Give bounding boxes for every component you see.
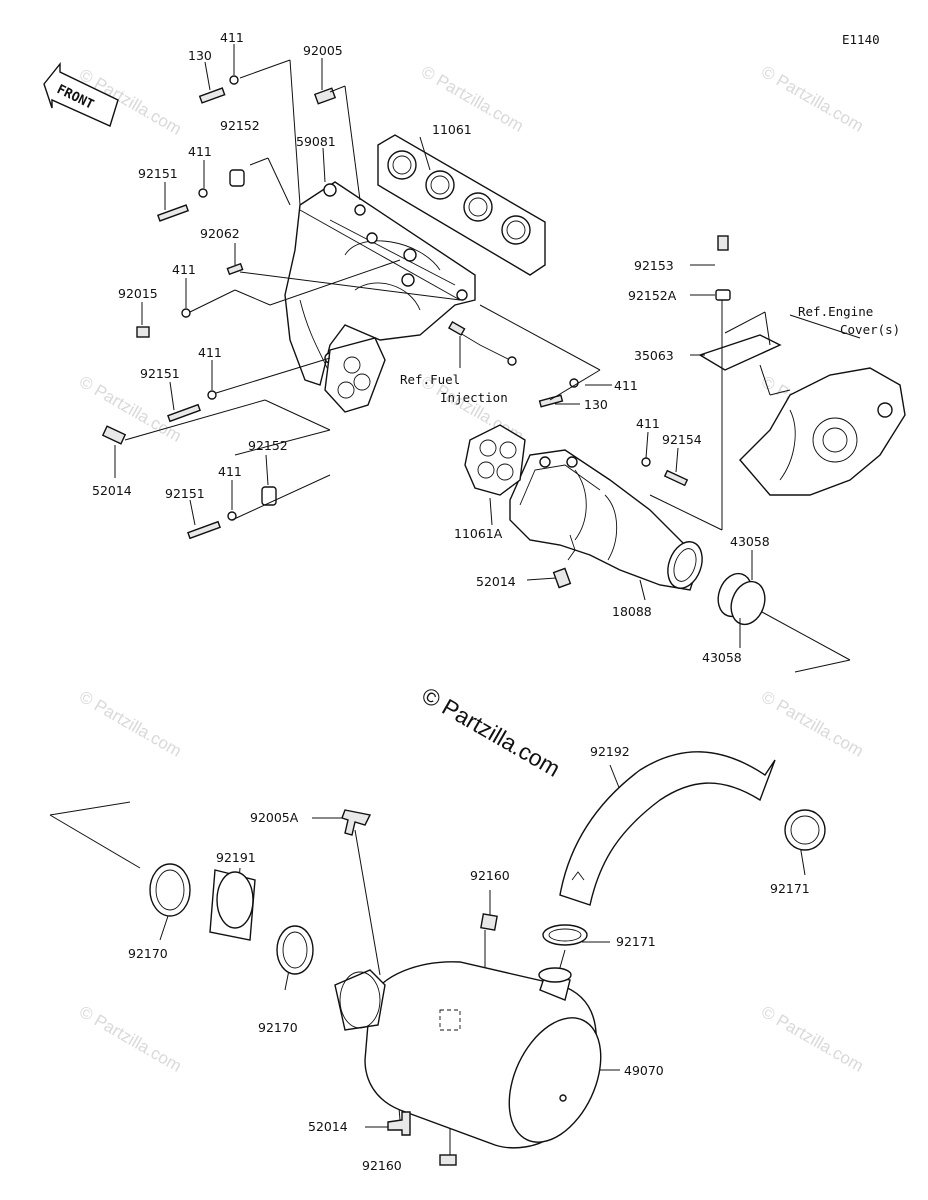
watermark: © Partzilla.com	[76, 687, 185, 761]
part-label-411: 411	[198, 345, 222, 360]
watermark: © Partzilla.com	[758, 687, 867, 761]
part-label-92153: 92153	[634, 258, 674, 273]
ref-engine-cover-line2: Cover(s)	[840, 322, 900, 337]
muffler-49070	[334, 961, 602, 1149]
part-label-92154: 92154	[662, 432, 702, 447]
rubber-pad-92160-bottom	[439, 1154, 457, 1166]
part-label-130: 130	[584, 397, 608, 412]
part-label-411: 411	[188, 144, 212, 159]
engine-cover-ref	[739, 367, 906, 496]
part-label-92171: 92171	[616, 934, 656, 949]
o-rings-43058	[717, 572, 766, 626]
manifold-flange-gasket	[324, 337, 386, 413]
part-label-92151: 92151	[140, 366, 180, 381]
copyright-watermark: © Partzilla.com	[418, 682, 565, 782]
leader-lines-mid	[479, 264, 861, 673]
rubber-pad-92160-top	[480, 913, 498, 931]
part-label-92062: 92062	[200, 226, 240, 241]
watermark: © Partzilla.com	[758, 1002, 867, 1076]
part-label-130: 130	[188, 48, 212, 63]
part-label-35063: 35063	[634, 348, 674, 363]
part-label-92192: 92192	[590, 744, 630, 759]
part-label-11061A: 11061A	[454, 526, 503, 541]
hose-92192	[559, 751, 776, 906]
clamp-92171-top	[784, 809, 826, 851]
part-labels: 130 411 92005 92152 411 59081 11061 9215…	[92, 30, 900, 1173]
part-label-43058: 43058	[730, 534, 770, 549]
part-label-92005: 92005	[303, 43, 343, 58]
part-label-411: 411	[614, 378, 638, 393]
watermark: © Partzilla.com	[76, 1002, 185, 1076]
ref-fuel-injection-line1: Ref.Fuel	[400, 372, 460, 387]
part-label-92160: 92160	[470, 868, 510, 883]
part-label-92152: 92152	[220, 118, 260, 133]
part-label-92191: 92191	[216, 850, 256, 865]
part-label-411: 411	[636, 416, 660, 431]
diagram-code: E1140	[842, 32, 880, 47]
part-label-92151: 92151	[138, 166, 178, 181]
exhaust-pipe-18088	[509, 449, 703, 591]
fasteners-upper	[101, 75, 337, 540]
part-label-11061: 11061	[432, 122, 472, 137]
part-label-411: 411	[218, 464, 242, 479]
part-label-92170: 92170	[258, 1020, 298, 1035]
part-label-92152A: 92152A	[628, 288, 677, 303]
manifold-gasket	[377, 134, 546, 276]
watermark: © Partzilla.com	[758, 62, 867, 136]
part-label-92171: 92171	[770, 881, 810, 896]
leader-lines-upper	[114, 44, 461, 526]
part-label-59081: 59081	[296, 134, 336, 149]
part-label-49070: 49070	[624, 1063, 664, 1078]
flange-gasket-11061A	[464, 424, 526, 496]
part-label-411: 411	[220, 30, 244, 45]
clamp-92170-right	[276, 925, 314, 975]
part-label-92005A: 92005A	[250, 810, 299, 825]
part-label-92015: 92015	[118, 286, 158, 301]
ref-fuel-injection-line2: Injection	[440, 390, 508, 405]
part-label-92152: 92152	[248, 438, 288, 453]
part-label-52014: 52014	[476, 574, 516, 589]
sleeve-92191	[209, 869, 256, 941]
part-label-18088: 18088	[612, 604, 652, 619]
part-label-43058: 43058	[702, 650, 742, 665]
fasteners-mid	[538, 235, 782, 589]
ref-engine-cover-line1: Ref.Engine	[798, 304, 873, 319]
part-label-92170: 92170	[128, 946, 168, 961]
clamp-92171-mid	[542, 924, 588, 946]
part-label-92160: 92160	[362, 1158, 402, 1173]
watermark: © Partzilla.com	[76, 372, 185, 446]
front-arrow-icon: FRONT	[43, 62, 119, 127]
part-label-92151: 92151	[165, 486, 205, 501]
part-label-52014: 52014	[308, 1119, 348, 1134]
part-label-411: 411	[172, 262, 196, 277]
clamp-92170-left	[149, 863, 191, 917]
part-label-52014: 52014	[92, 483, 132, 498]
fitting-52014-lower	[387, 1111, 411, 1136]
t-fitting-92005A	[341, 809, 372, 836]
fuel-sensor-wire	[447, 320, 517, 368]
